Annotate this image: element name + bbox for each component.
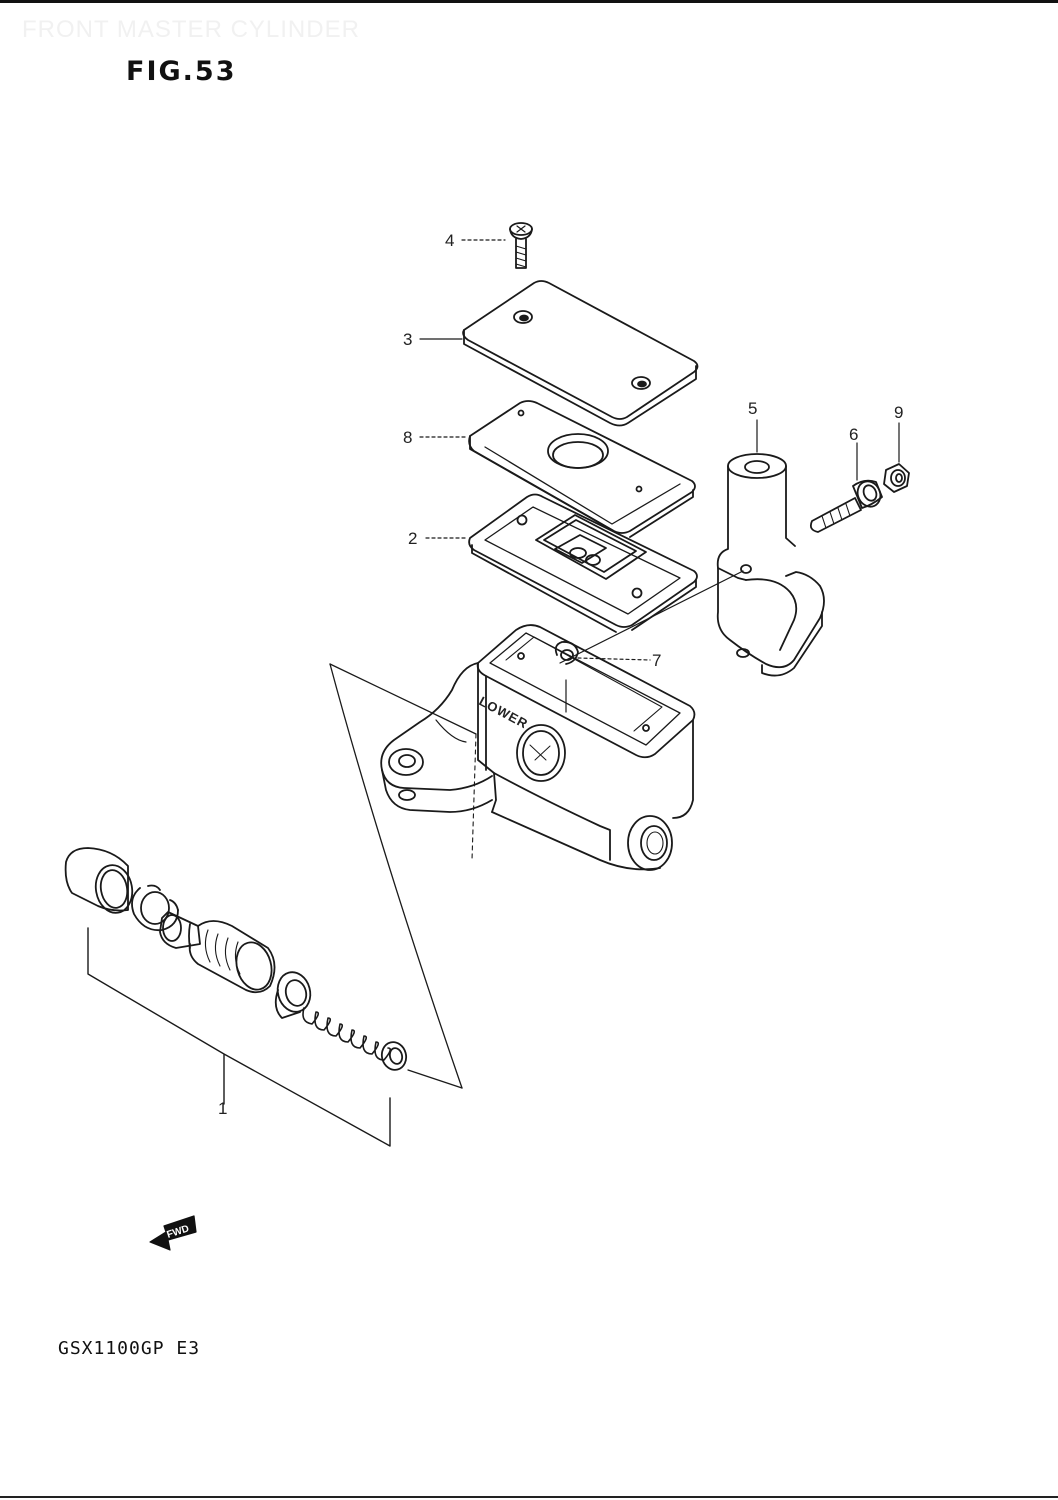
part-master-cylinder-body: LOWER [380, 624, 696, 871]
callout-2: 2 [408, 529, 417, 548]
figure-label: FIG.53 [126, 56, 237, 87]
page-top-border [0, 0, 1058, 3]
part-holder-bolt [809, 479, 883, 533]
part-diaphragm [468, 493, 698, 633]
part-reservoir-cap [462, 280, 699, 427]
callout-7: 7 [652, 651, 661, 670]
bore-alignment-lower [329, 663, 463, 1089]
model-code: GSX1100GP E3 [58, 1338, 201, 1359]
callout-5: 5 [748, 399, 757, 418]
leader-7 [577, 657, 651, 661]
part-cylinder-kit [64, 847, 408, 1071]
bore-alignment-upper [329, 663, 477, 735]
callout-8: 8 [403, 428, 412, 447]
page-bottom-border [0, 1496, 1058, 1498]
kit-bracket [87, 927, 391, 1147]
part-cap-screw [509, 222, 533, 269]
callout-1: 1 [218, 1099, 227, 1118]
callout-4: 4 [445, 231, 454, 250]
callout-3: 3 [403, 330, 412, 349]
part-holder-washer [883, 463, 910, 493]
part-lever-holder [716, 453, 825, 677]
part-diaphragm-plate [468, 400, 696, 538]
alignment-line-holder [559, 570, 744, 664]
forward-direction-icon: FWD [149, 1215, 197, 1251]
bore-alignment-spring [407, 1069, 463, 1089]
page-watermark: FRONT MASTER CYLINDER [22, 16, 360, 43]
callout-9: 9 [894, 403, 903, 422]
callout-6: 6 [849, 425, 858, 444]
bore-alignment-dash [471, 733, 477, 861]
body-marking-lower: LOWER [477, 693, 531, 731]
